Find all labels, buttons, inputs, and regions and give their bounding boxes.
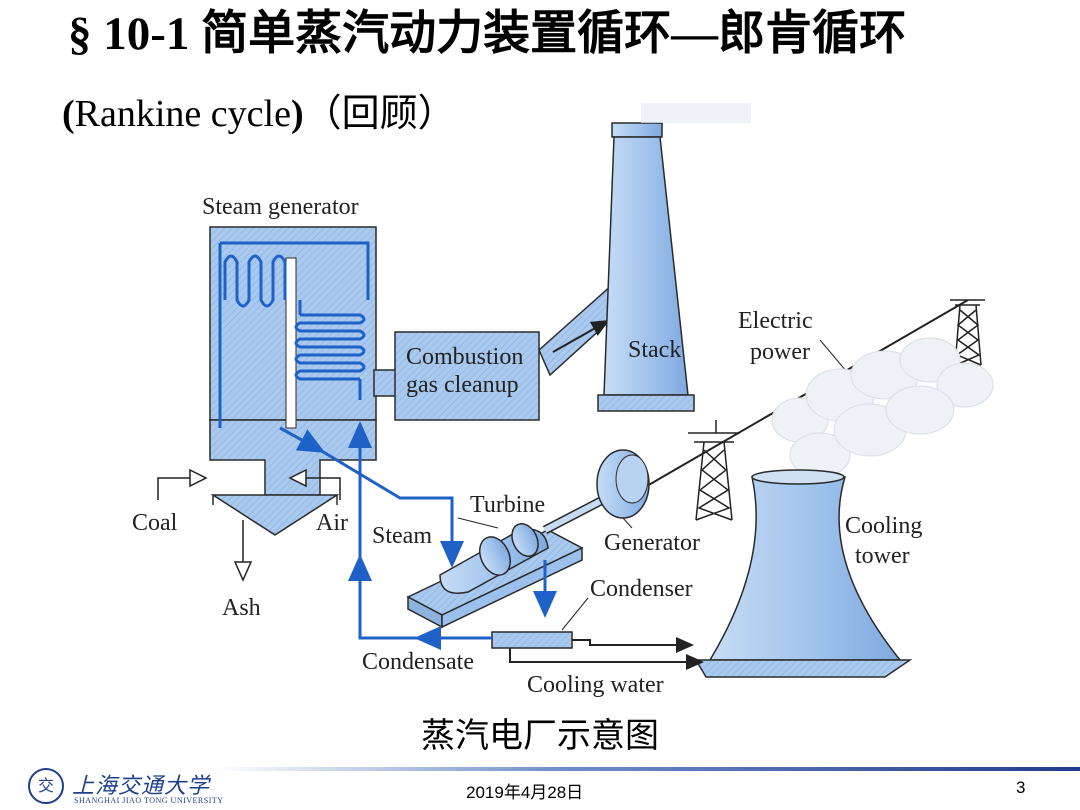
footer-divider bbox=[215, 767, 1080, 771]
flow-paths bbox=[279, 421, 557, 650]
label-condensate: Condensate bbox=[362, 649, 474, 675]
fuel-air-ash bbox=[157, 468, 341, 582]
slide-date: 2019年4月28日 bbox=[466, 783, 584, 802]
steam-plume bbox=[771, 337, 994, 478]
diagram-labels: Steam generator Combustion gas cleanup S… bbox=[132, 194, 922, 698]
boiler-tubes bbox=[218, 241, 370, 428]
label-condenser: Condenser bbox=[590, 576, 693, 602]
university-seal-icon: 交 bbox=[28, 768, 64, 804]
label-coal: Coal bbox=[132, 510, 178, 536]
subtitle-english: Rankine cycle bbox=[74, 93, 291, 135]
pylon-near bbox=[688, 420, 740, 521]
stack bbox=[597, 103, 751, 412]
label-combustion: Combustion bbox=[406, 344, 523, 370]
subtitle-chinese: （回顾） bbox=[303, 93, 456, 135]
label-steam: Steam bbox=[372, 523, 432, 549]
label-gas-cleanup: gas cleanup bbox=[406, 372, 519, 398]
label-air: Air bbox=[316, 510, 348, 536]
turbine-assembly bbox=[406, 449, 650, 629]
university-name-cn: 上海交通大学 bbox=[72, 774, 211, 799]
label-ash: Ash bbox=[222, 595, 261, 621]
label-stack: Stack bbox=[628, 337, 681, 363]
combustion-gas-cleanup bbox=[373, 283, 625, 421]
label-turbine: Turbine bbox=[470, 492, 545, 518]
label-generator: Generator bbox=[604, 530, 700, 556]
page-number: 3 bbox=[1016, 778, 1026, 797]
condenser bbox=[491, 597, 704, 670]
slide-title: § 10-1 简单蒸汽动力装置循环—郎肯循环 bbox=[68, 8, 907, 60]
label-cooling-water: Cooling water bbox=[527, 672, 664, 698]
figure-caption: 蒸汽电厂示意图 bbox=[421, 718, 659, 755]
subtitle-open-paren: ( bbox=[62, 93, 75, 135]
steam-generator bbox=[209, 226, 377, 536]
subtitle-close-paren: ) bbox=[290, 93, 304, 135]
label-electric: Electric bbox=[738, 308, 813, 334]
university-name-en: SHANGHAI JIAO TONG UNIVERSITY bbox=[74, 796, 224, 805]
cooling-tower bbox=[694, 469, 913, 678]
label-power: power bbox=[750, 339, 810, 365]
slide-subtitle: (Rankine cycle)（回顾） bbox=[62, 92, 456, 138]
label-steam-generator: Steam generator bbox=[202, 194, 359, 220]
label-tower: tower bbox=[855, 543, 910, 569]
label-cooling: Cooling bbox=[845, 513, 922, 539]
pylon-far bbox=[950, 299, 985, 366]
